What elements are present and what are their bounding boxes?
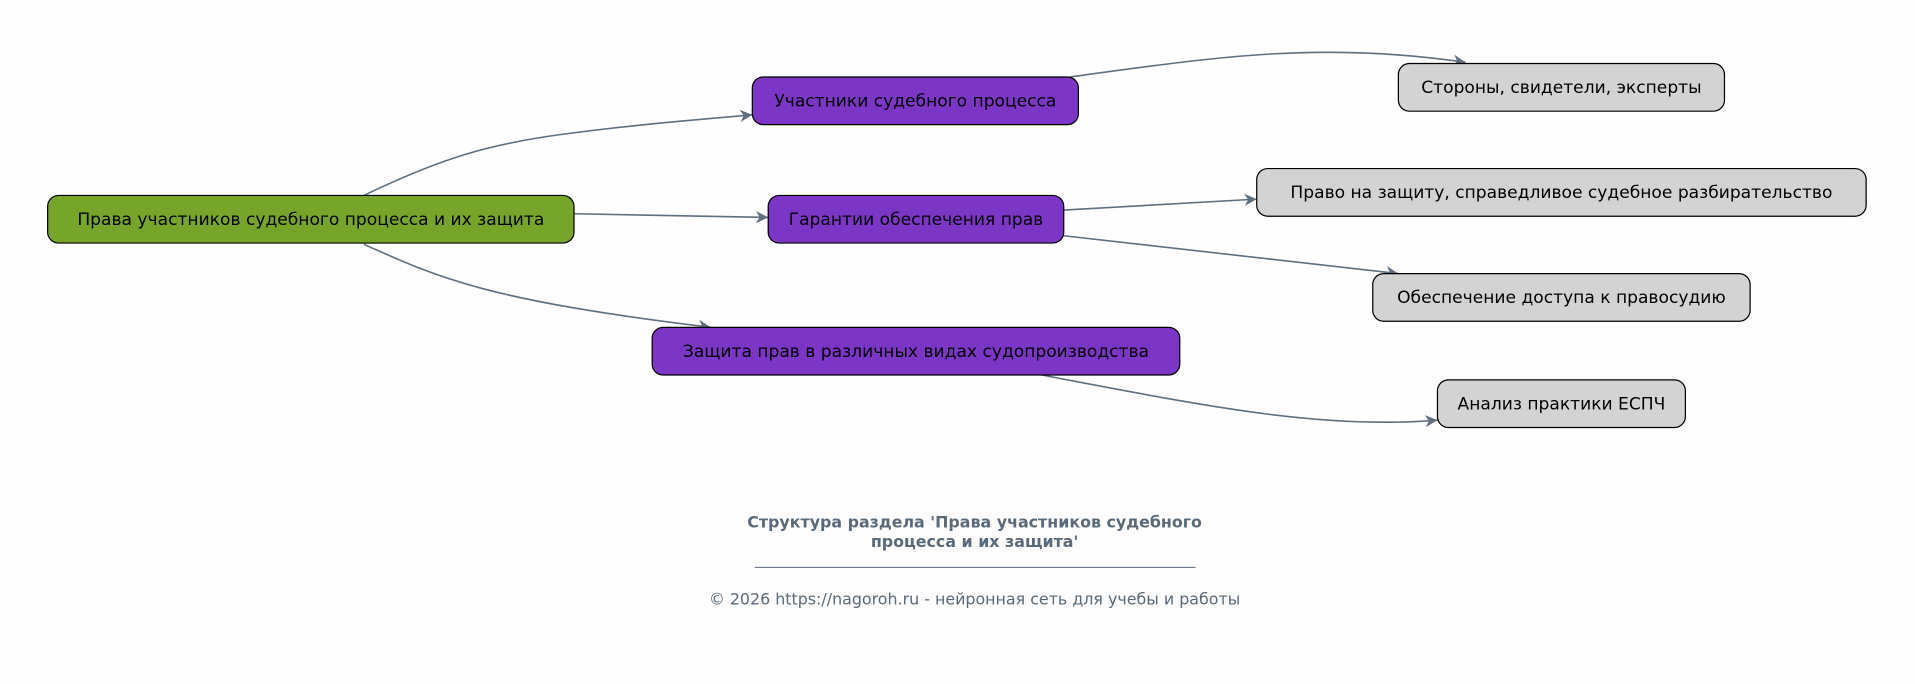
node-guarantees-label: Гарантии обеспечения прав [789, 210, 1044, 230]
caption-footer: © 2026 https://nagoroh.ru - нейронная се… [709, 590, 1240, 609]
node-participants[interactable]: Участники судебного процесса [751, 76, 1080, 126]
node-guarantees[interactable]: Гарантии обеспечения прав [767, 194, 1065, 244]
node-protection-label: Защита прав в различных видах судопроизв… [683, 342, 1149, 362]
node-echr-label: Анализ практики ЕСПЧ [1458, 394, 1666, 414]
node-root-label: Права участников судебного процесса и их… [77, 210, 544, 230]
node-access-label: Обеспечение доступа к правосудию [1397, 288, 1726, 308]
edge-root-guarantees [573, 211, 769, 224]
node-right-defense-label: Право на защиту, справедливое судебное р… [1290, 183, 1832, 203]
node-right-defense[interactable]: Право на защиту, справедливое судебное р… [1256, 167, 1867, 217]
edge-root-participants [363, 109, 753, 197]
edge-guarantees-right [1063, 193, 1257, 211]
node-participants-label: Участники судебного процесса [774, 91, 1056, 111]
caption-title-line1: Структура раздела 'Права участников суде… [747, 513, 1202, 532]
edge-protection-echr [1041, 374, 1438, 428]
node-parties-label: Стороны, свидетели, эксперты [1421, 78, 1701, 98]
edge-participants-parties [1069, 51, 1466, 78]
caption-title-line2: процесса и их защита' [871, 532, 1079, 551]
node-protection[interactable]: Защита прав в различных видах судопроизв… [651, 326, 1181, 376]
node-echr[interactable]: Анализ практики ЕСПЧ [1436, 379, 1687, 429]
node-access[interactable]: Обеспечение доступа к правосудию [1372, 272, 1751, 322]
node-root[interactable]: Права участников судебного процесса и их… [47, 194, 575, 244]
edge-guarantees-access [1063, 234, 1399, 279]
node-parties[interactable]: Стороны, свидетели, эксперты [1397, 62, 1726, 112]
edge-root-protection [363, 243, 711, 332]
